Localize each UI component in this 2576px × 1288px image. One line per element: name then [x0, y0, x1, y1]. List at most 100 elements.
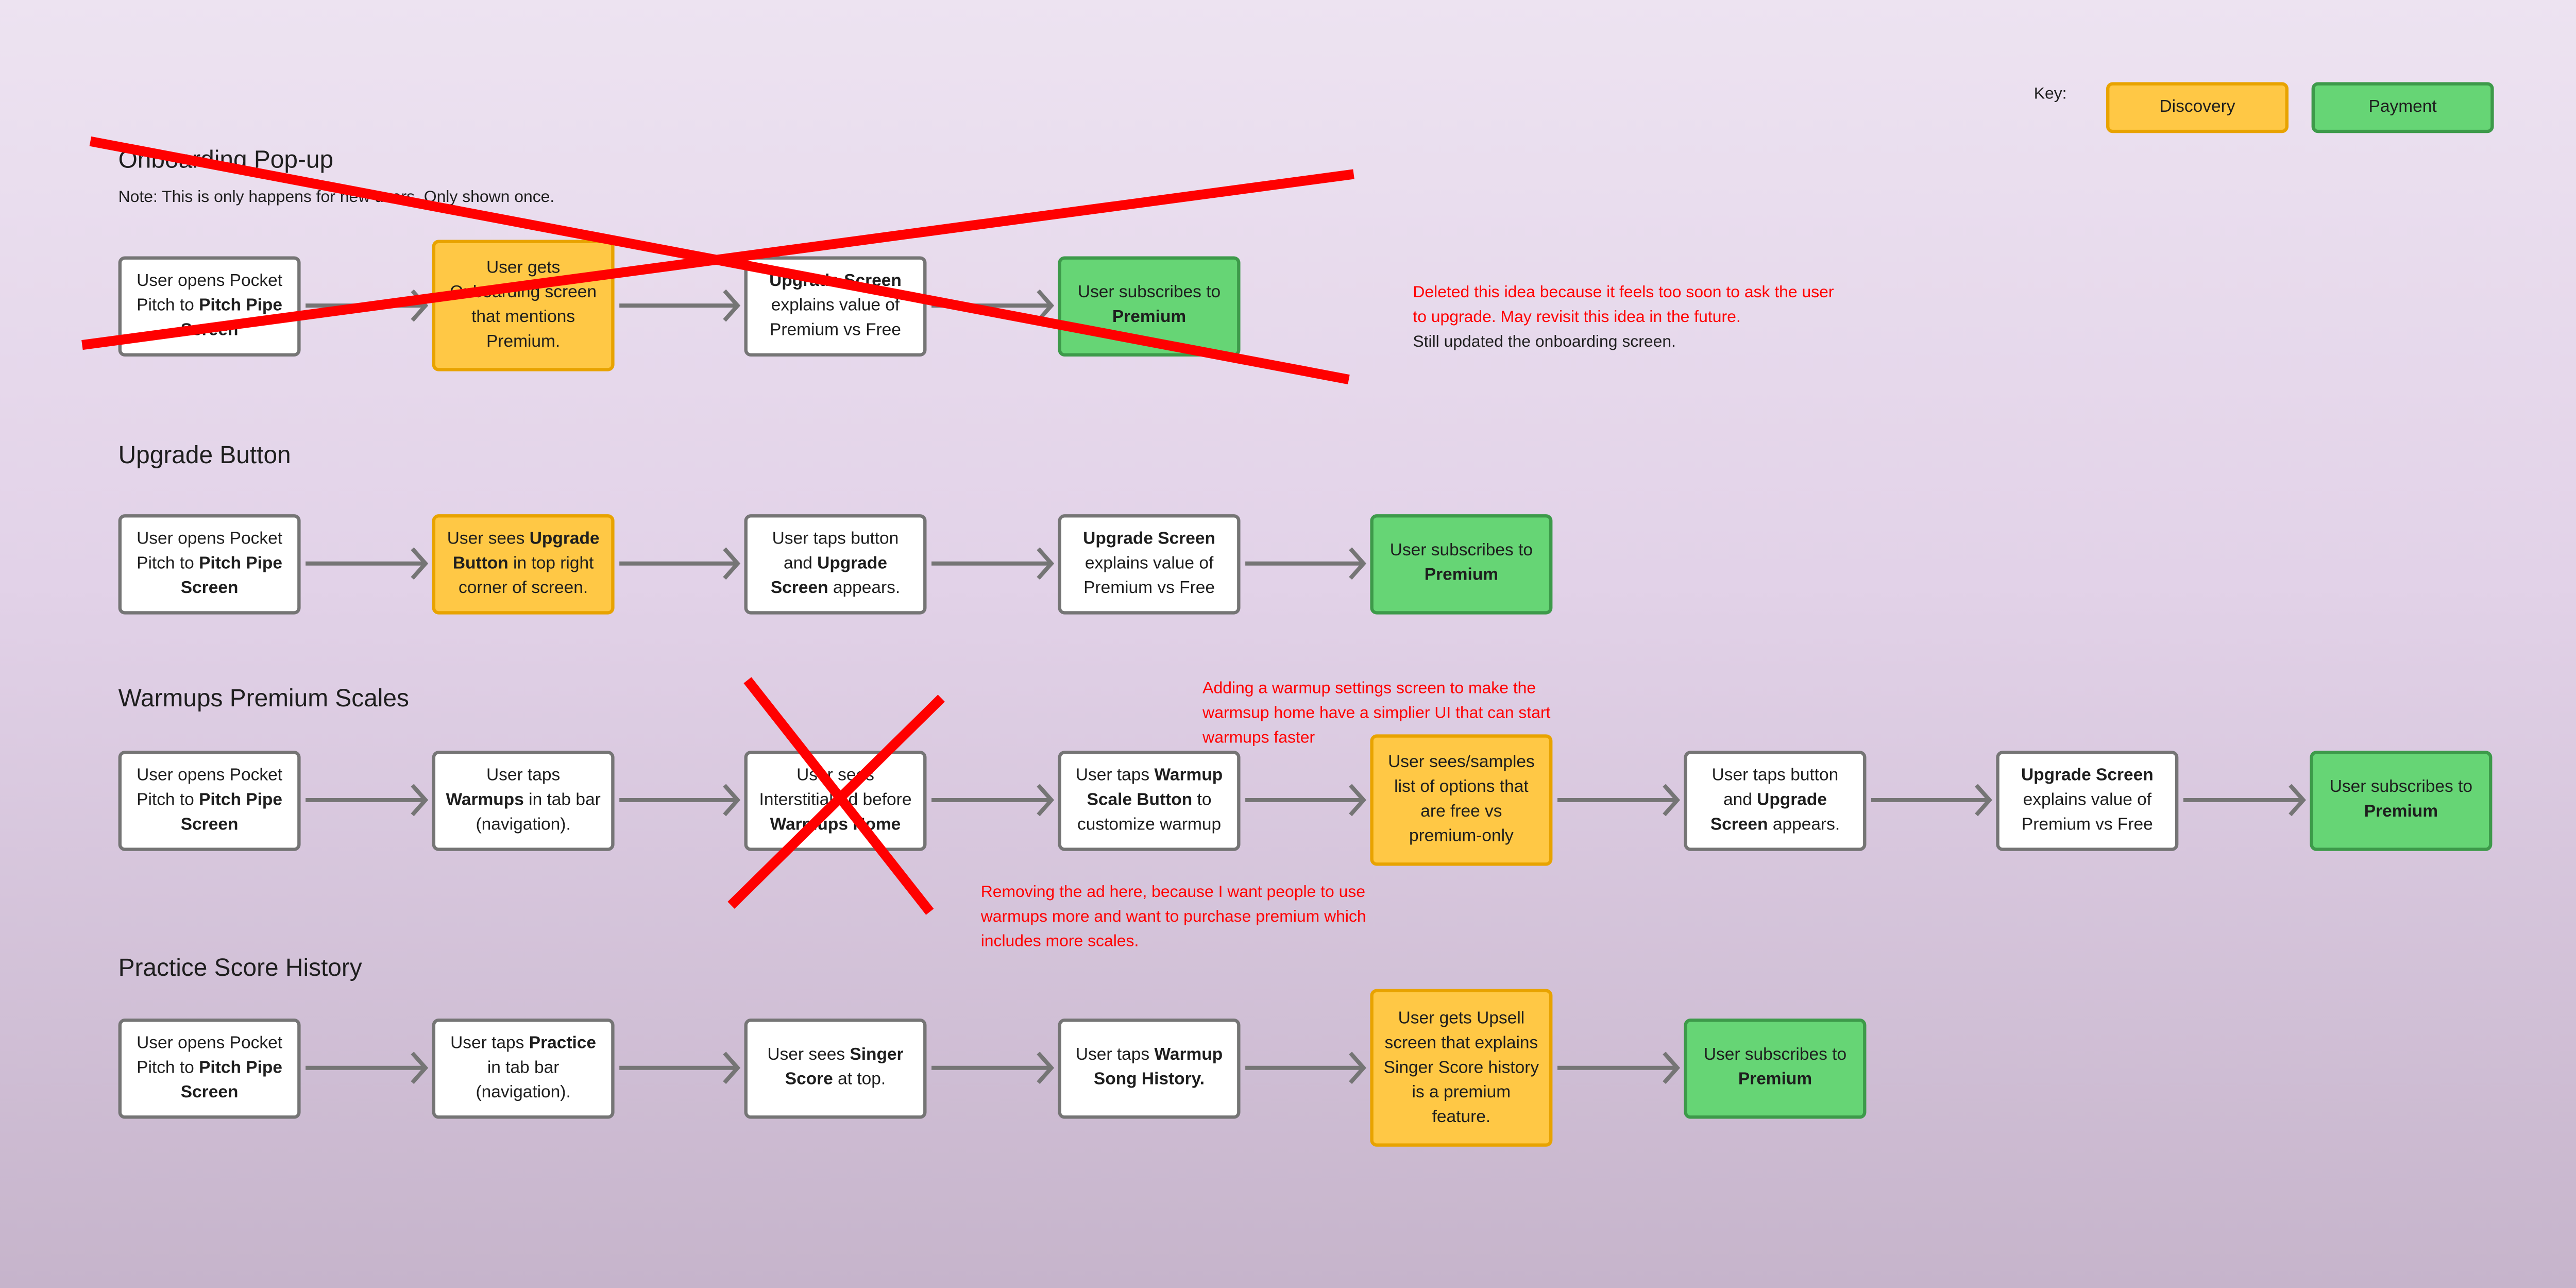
flow-step-text: User taps Warmups in tab bar (navigation…	[445, 763, 601, 837]
flow-step-text-part: appears.	[1768, 814, 1840, 834]
flow-step-text: User sees Singer Score at top.	[757, 1043, 913, 1093]
flow-step: User sees Interstitial Ad before Warmups…	[744, 750, 927, 851]
flow-step-text: User taps Warmup Scale Button to customi…	[1071, 763, 1227, 837]
flow-step-text-part: User taps	[1075, 1045, 1155, 1065]
flow-step-text-part: User sees Interstitial Ad before	[759, 765, 912, 809]
flow-step: User sees Upgrade Button in top right co…	[432, 513, 615, 614]
flow-step-text: User sees Interstitial Ad before Warmups…	[757, 763, 913, 837]
flow-step-text-part: Upgrade Screen	[770, 553, 887, 598]
flow-step-text: User gets Upsell screen that explains Si…	[1383, 1006, 1539, 1129]
flow-step-text: Upgrade Screen explains value of Premium…	[757, 268, 913, 342]
flow-step: Upgrade Screen explains value of Premium…	[744, 255, 927, 356]
flow-step-text: User subscribes to Premium	[2323, 775, 2479, 825]
flow-step-text-part: User subscribes to	[1389, 540, 1533, 561]
flow-step-text-part: User taps button and	[1711, 765, 1839, 809]
flow-step-text-part: User taps button and	[772, 528, 899, 573]
flow-step-text-part: explains value of Premium vs Free	[1083, 553, 1215, 598]
flow-step-text-part: Warmup Song History.	[1093, 1045, 1223, 1090]
onboarding-comment-red: Deleted this idea because it feels too s…	[1413, 284, 1834, 327]
flow-step-text-part: Pitch Pipe Screen	[180, 789, 282, 834]
flow-step: User subscribes to Premium	[2310, 750, 2493, 851]
flow-step-text-part: User gets Onboarding screen that mention…	[450, 258, 597, 352]
arrow-icon	[1557, 1052, 1681, 1084]
arrow-icon	[619, 784, 741, 817]
flow-step-text: User taps button and Upgrade Screen appe…	[1697, 763, 1853, 837]
flow-step-text: User taps button and Upgrade Screen appe…	[757, 527, 913, 600]
flow-step: User taps Warmup Song History.	[1058, 1018, 1241, 1118]
arrow-icon	[306, 784, 429, 817]
flow-step-text-part: User taps	[486, 765, 561, 785]
flow-step-text: User taps Warmup Song History.	[1071, 1043, 1227, 1093]
flow-step-text-part: Practice	[529, 1032, 597, 1053]
flow-step: Upgrade Screen explains value of Premium…	[1058, 513, 1241, 614]
arrow-icon	[1871, 784, 1992, 817]
arrow-icon	[931, 784, 1055, 817]
flow-step-text: User subscribes to Premium	[1383, 539, 1539, 588]
flow-step-text-part: User sees/samples list of options that a…	[1388, 752, 1535, 846]
arrow-icon	[619, 1052, 741, 1084]
flow-title-practice: Practice Score History	[118, 954, 362, 982]
flow-step-text-part: Pitch Pipe Screen	[180, 553, 282, 598]
key-discovery-label: Discovery	[2159, 97, 2235, 117]
arrow-icon	[931, 289, 1055, 322]
flow-step-text-part: in top right corner of screen.	[458, 553, 594, 598]
flow-step-text-part: Premium	[2364, 802, 2438, 822]
flow-step: Upgrade Screen explains value of Premium…	[1996, 750, 2179, 851]
flow-step: User opens Pocket Pitch to Pitch Pipe Sc…	[118, 513, 301, 614]
flow-note-onboarding: Note: This is only happens for new users…	[118, 189, 555, 207]
flow-step-text: User subscribes to Premium	[1071, 281, 1227, 330]
flow-step: User taps button and Upgrade Screen appe…	[744, 513, 927, 614]
arrow-icon	[619, 289, 741, 322]
flow-step-text-part: User subscribes to	[1703, 1045, 1847, 1065]
flow-step-text-part: Warmups	[446, 789, 524, 809]
arrow-icon	[1557, 784, 1681, 817]
flow-step: User taps Warmups in tab bar (navigation…	[432, 750, 615, 851]
flow-step: User subscribes to Premium	[1058, 255, 1241, 356]
flow-step-text-part: User taps	[1075, 765, 1155, 785]
flow-step-text: Upgrade Screen explains value of Premium…	[2009, 763, 2165, 837]
flow-step-text: User taps Practice in tab bar (navigatio…	[445, 1031, 601, 1105]
flow-step-text: User sees/samples list of options that a…	[1383, 751, 1539, 849]
flow-step-text-part: User subscribes to	[1077, 282, 1221, 302]
flow-step: User gets Onboarding screen that mention…	[432, 240, 615, 371]
flow-step-text-part: User gets Upsell screen that explains Si…	[1383, 1008, 1539, 1126]
onboarding-comment-black: Still updated the onboarding screen.	[1413, 333, 1676, 352]
flow-step-text-part: User subscribes to	[2329, 777, 2473, 797]
flow-step-text-part: Upgrade Screen	[2021, 765, 2154, 785]
key-payment-label: Payment	[2368, 97, 2437, 117]
flow-step-text-part: Singer Score	[785, 1045, 904, 1090]
flow-step: User sees/samples list of options that a…	[1370, 734, 1553, 866]
key-payment: Payment	[2311, 82, 2494, 133]
flow-step-text: User opens Pocket Pitch to Pitch Pipe Sc…	[131, 527, 287, 600]
flow-title-onboarding: Onboarding Pop-up	[118, 146, 334, 175]
key-label: Key:	[2033, 85, 2067, 104]
flow-title-warmups: Warmups Premium Scales	[118, 685, 409, 713]
flow-step-text-part: Upgrade Screen	[1710, 789, 1827, 834]
flow-step-text-part: User opens Pocket Pitch to	[137, 528, 283, 573]
flow-step-text: Upgrade Screen explains value of Premium…	[1071, 527, 1227, 600]
flow-step-text-part: appears.	[828, 577, 901, 598]
arrow-icon	[306, 1052, 429, 1084]
flow-step-text: User opens Pocket Pitch to Pitch Pipe Sc…	[131, 1031, 287, 1105]
arrow-icon	[306, 547, 429, 580]
warmups-comment-bottom: Removing the ad here, because I want peo…	[980, 884, 1366, 952]
flow-step: User taps button and Upgrade Screen appe…	[1684, 750, 1867, 851]
flow-step-text-part: Premium	[1112, 307, 1187, 327]
flow-step-text-part: User opens Pocket Pitch to	[137, 765, 283, 809]
flow-step-text-part: Pitch Pipe Screen	[180, 1057, 282, 1102]
flow-step-text-part: Upgrade Button	[452, 528, 600, 573]
flow-step: User opens Pocket Pitch to Pitch Pipe Sc…	[118, 750, 301, 851]
flow-step: User gets Upsell screen that explains Si…	[1370, 989, 1553, 1147]
flow-step: User subscribes to Premium	[1684, 1018, 1867, 1118]
flow-step-text-part: explains value of Premium vs Free	[770, 295, 901, 340]
flow-step-text-part: in tab bar (navigation).	[476, 1057, 571, 1102]
arrow-icon	[931, 547, 1055, 580]
flow-step-text-part: User opens Pocket Pitch to	[137, 1032, 283, 1077]
arrow-icon	[1245, 547, 1367, 580]
flow-step-text-part: at top.	[833, 1069, 886, 1090]
flow-step-text-part: Upgrade Screen	[769, 270, 902, 290]
flow-step: User opens Pocket Pitch to Pitch Pipe Sc…	[118, 255, 301, 356]
flow-step: User sees Singer Score at top.	[744, 1018, 927, 1118]
arrow-icon	[931, 1052, 1055, 1084]
